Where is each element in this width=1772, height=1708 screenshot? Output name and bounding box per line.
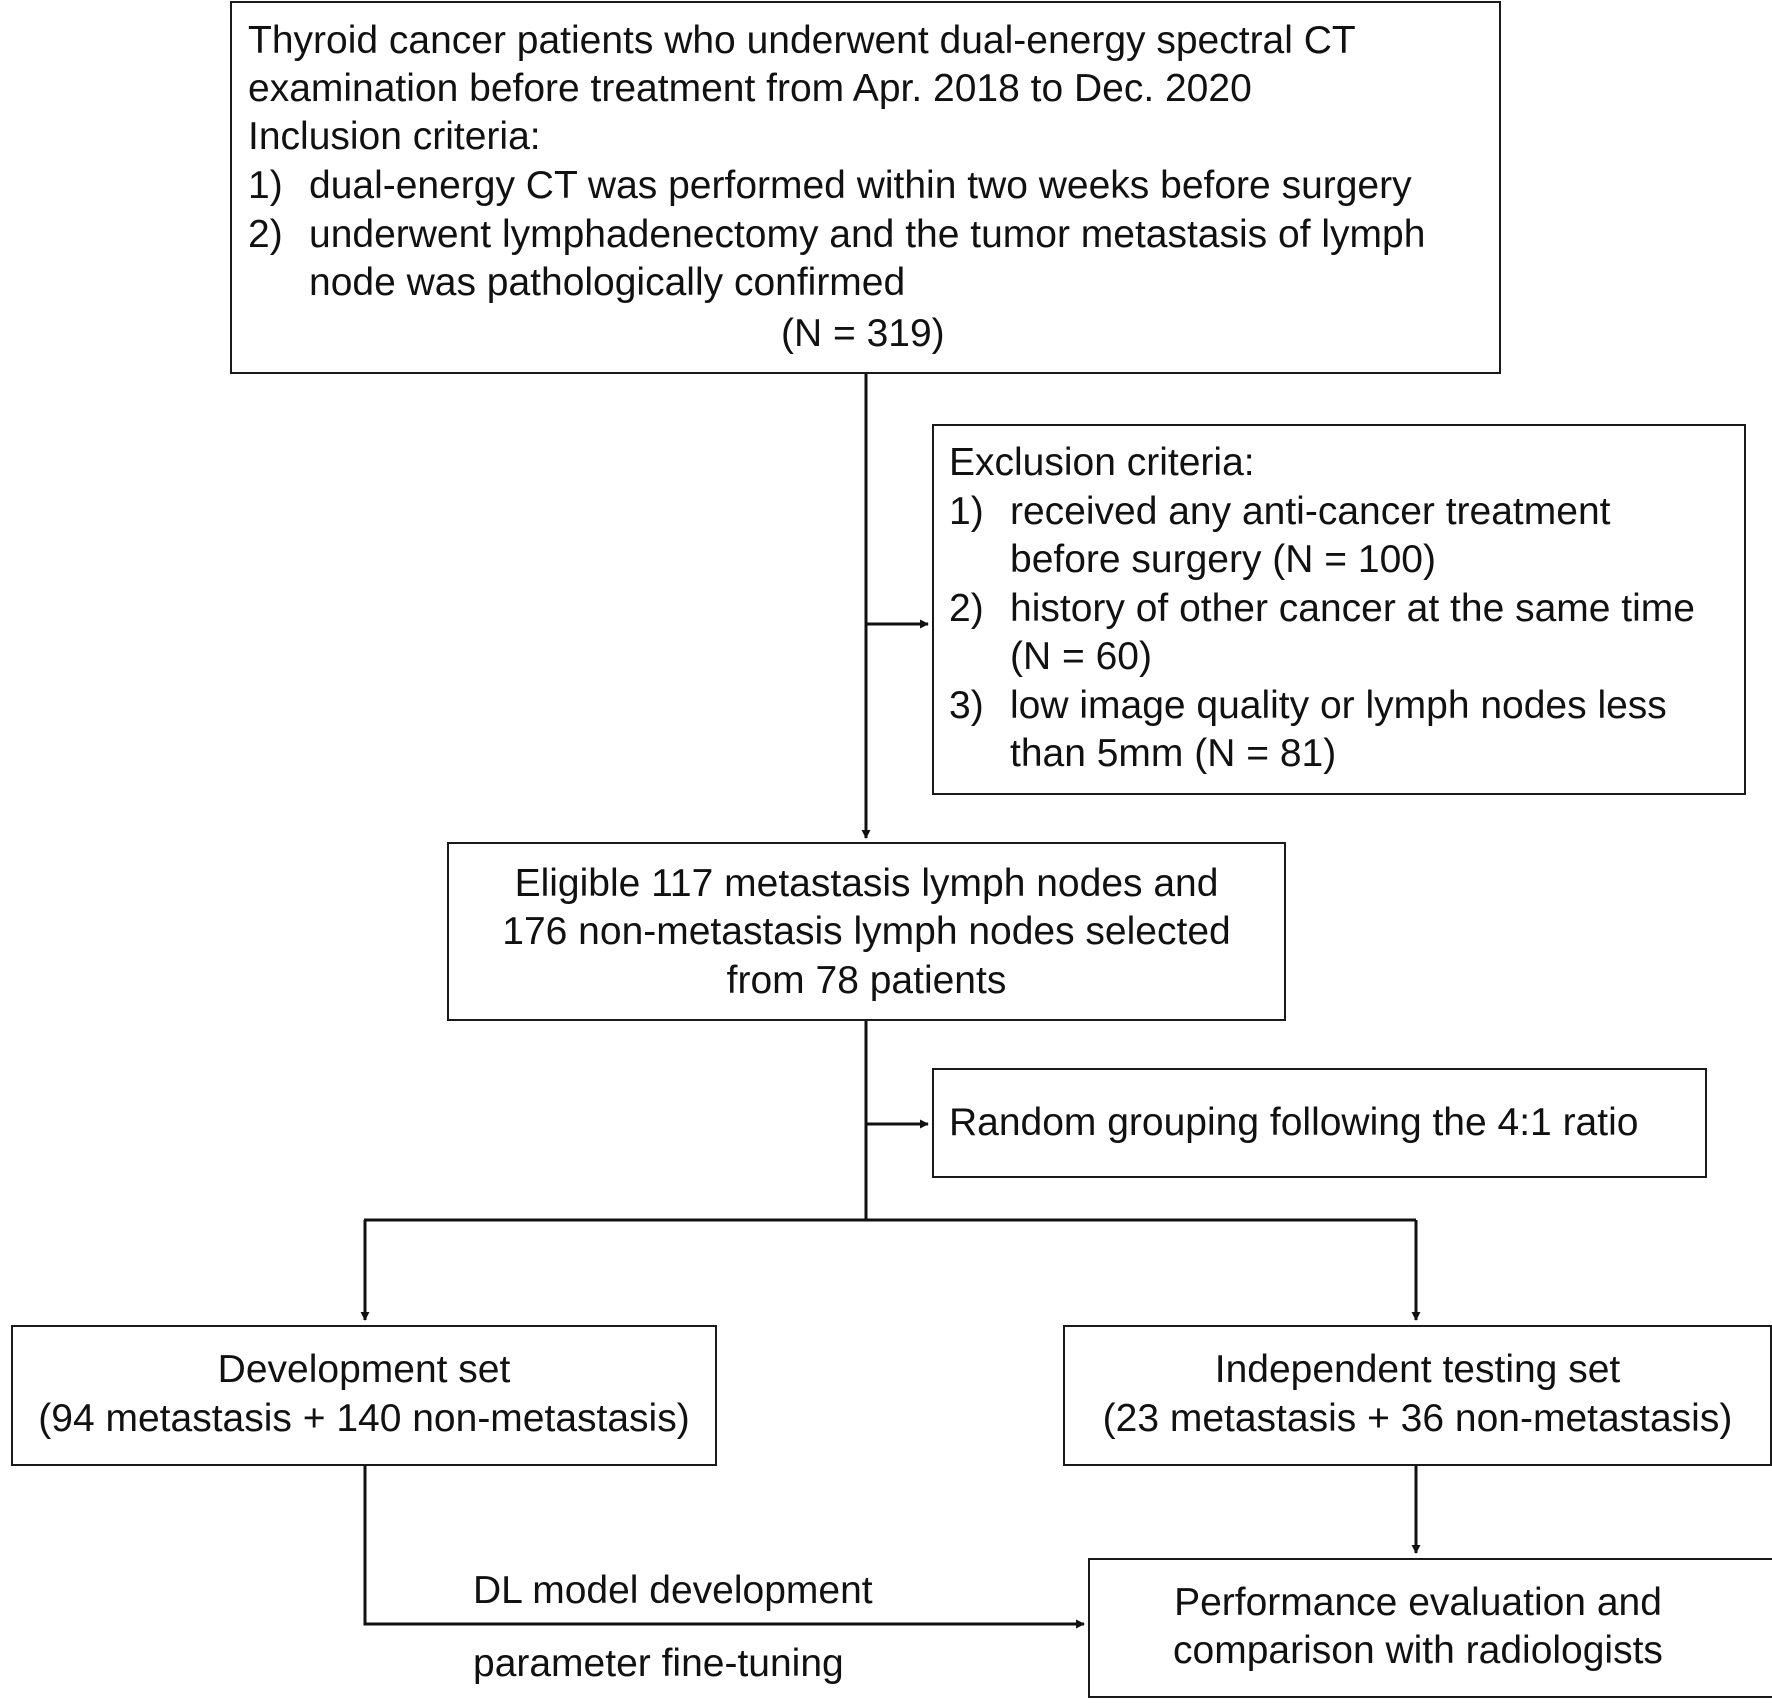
exclusion-item-3-text-cont: than 5mm (N = 81) [1010,732,1337,775]
testing-set-title: Independent testing set [1214,1348,1621,1391]
exclusion-item-3-text: low image quality or lymph nodes less [1010,684,1667,727]
exclusion-item-2-text: history of other cancer at the same time [1010,587,1695,630]
inclusion-heading: Inclusion criteria: [248,115,541,158]
testing-set-counts: (23 metastasis + 36 non-metastasis) [1102,1397,1733,1440]
evaluation-line-2: comparison with radiologists [1173,1629,1663,1672]
inclusion-box [230,1,1501,374]
inclusion-item-2-text: underwent lymphadenectomy and the tumor … [309,213,1426,256]
exclusion-item-3-number: 3) [949,684,984,727]
evaluation-line-1: Performance evaluation and [1174,1581,1662,1624]
exclusion-item-1-text-cont: before surgery (N = 100) [1010,538,1436,581]
inclusion-line-2: examination before treatment from Apr. 2… [248,67,1252,110]
exclusion-box [932,424,1746,795]
exclusion-heading: Exclusion criteria: [949,441,1255,484]
edge-label-dl-model-development: DL model development [473,1569,873,1612]
inclusion-item-1-text: dual-energy CT was performed within two … [309,164,1412,207]
inclusion-count: (N = 319) [781,312,945,355]
edge-label-parameter-fine-tuning: parameter fine-tuning [473,1642,844,1685]
grouping-text: Random grouping following the 4:1 ratio [949,1101,1639,1144]
eligible-box [447,842,1286,1021]
arrow-development-to-evaluation [363,1465,1085,1629]
eligible-line-3: from 78 patients [726,959,1007,1002]
eligible-line-1: Eligible 117 metastasis lymph nodes and [514,862,1219,905]
exclusion-item-1-number: 1) [949,490,984,533]
exclusion-item-2-number: 2) [949,587,984,630]
inclusion-line-1: Thyroid cancer patients who underwent du… [248,19,1356,62]
development-set-counts: (94 metastasis + 140 non-metastasis) [38,1397,690,1440]
exclusion-item-2-text-cont: (N = 60) [1010,635,1152,678]
inclusion-item-2-number: 2) [248,213,283,256]
development-set-box [11,1325,717,1466]
exclusion-item-1-text: received any anti-cancer treatment [1010,490,1611,533]
testing-set-box [1063,1325,1772,1466]
evaluation-box [1088,1558,1772,1698]
eligible-line-2: 176 non-metastasis lymph nodes selected [502,910,1231,953]
grouping-box [932,1068,1707,1178]
inclusion-item-2-text-cont: node was pathologically confirmed [309,261,906,304]
inclusion-item-1-number: 1) [248,164,283,207]
development-set-title: Development set [217,1348,511,1391]
